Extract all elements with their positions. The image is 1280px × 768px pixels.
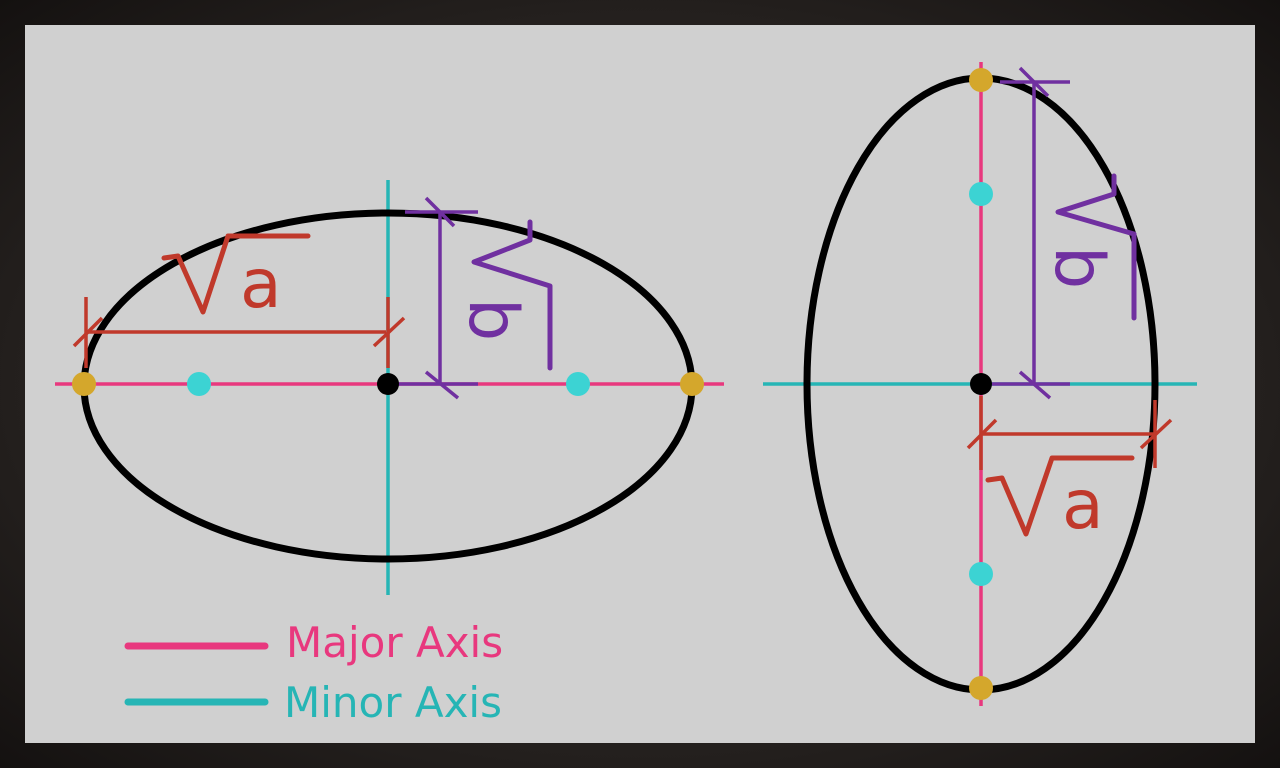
left-a-letter: a <box>240 245 282 324</box>
right-a-measure <box>966 400 1173 468</box>
legend-major-label: Major Axis <box>286 618 503 667</box>
right-b-measure <box>1000 66 1070 400</box>
left-center-point <box>377 373 399 395</box>
left-b-letter: b <box>453 298 532 341</box>
left-sqrt-b-label <box>471 219 553 371</box>
legend-minor-label: Minor Axis <box>284 678 502 727</box>
bottom-vertex-point <box>969 676 993 700</box>
right-sqrt-b-label <box>1055 173 1137 321</box>
legend: Major Axis Minor Axis <box>124 618 503 727</box>
left-vertex-point <box>72 372 96 396</box>
top-vertex-point <box>969 68 993 92</box>
left-focus-point <box>187 372 211 396</box>
right-sqrt-a-label <box>985 455 1135 537</box>
vertical-ellipse-group: b a <box>763 62 1197 706</box>
top-focus-point <box>969 182 993 206</box>
right-center-point <box>970 373 992 395</box>
right-focus-point <box>566 372 590 396</box>
right-vertex-point <box>680 372 704 396</box>
left-b-measure <box>405 196 478 400</box>
horizontal-ellipse-group: a b <box>55 180 724 595</box>
bottom-focus-point <box>969 562 993 586</box>
right-b-letter: b <box>1039 246 1118 289</box>
left-sqrt-a-label <box>161 233 311 315</box>
left-a-measure <box>72 297 406 368</box>
right-a-letter: a <box>1062 466 1104 545</box>
